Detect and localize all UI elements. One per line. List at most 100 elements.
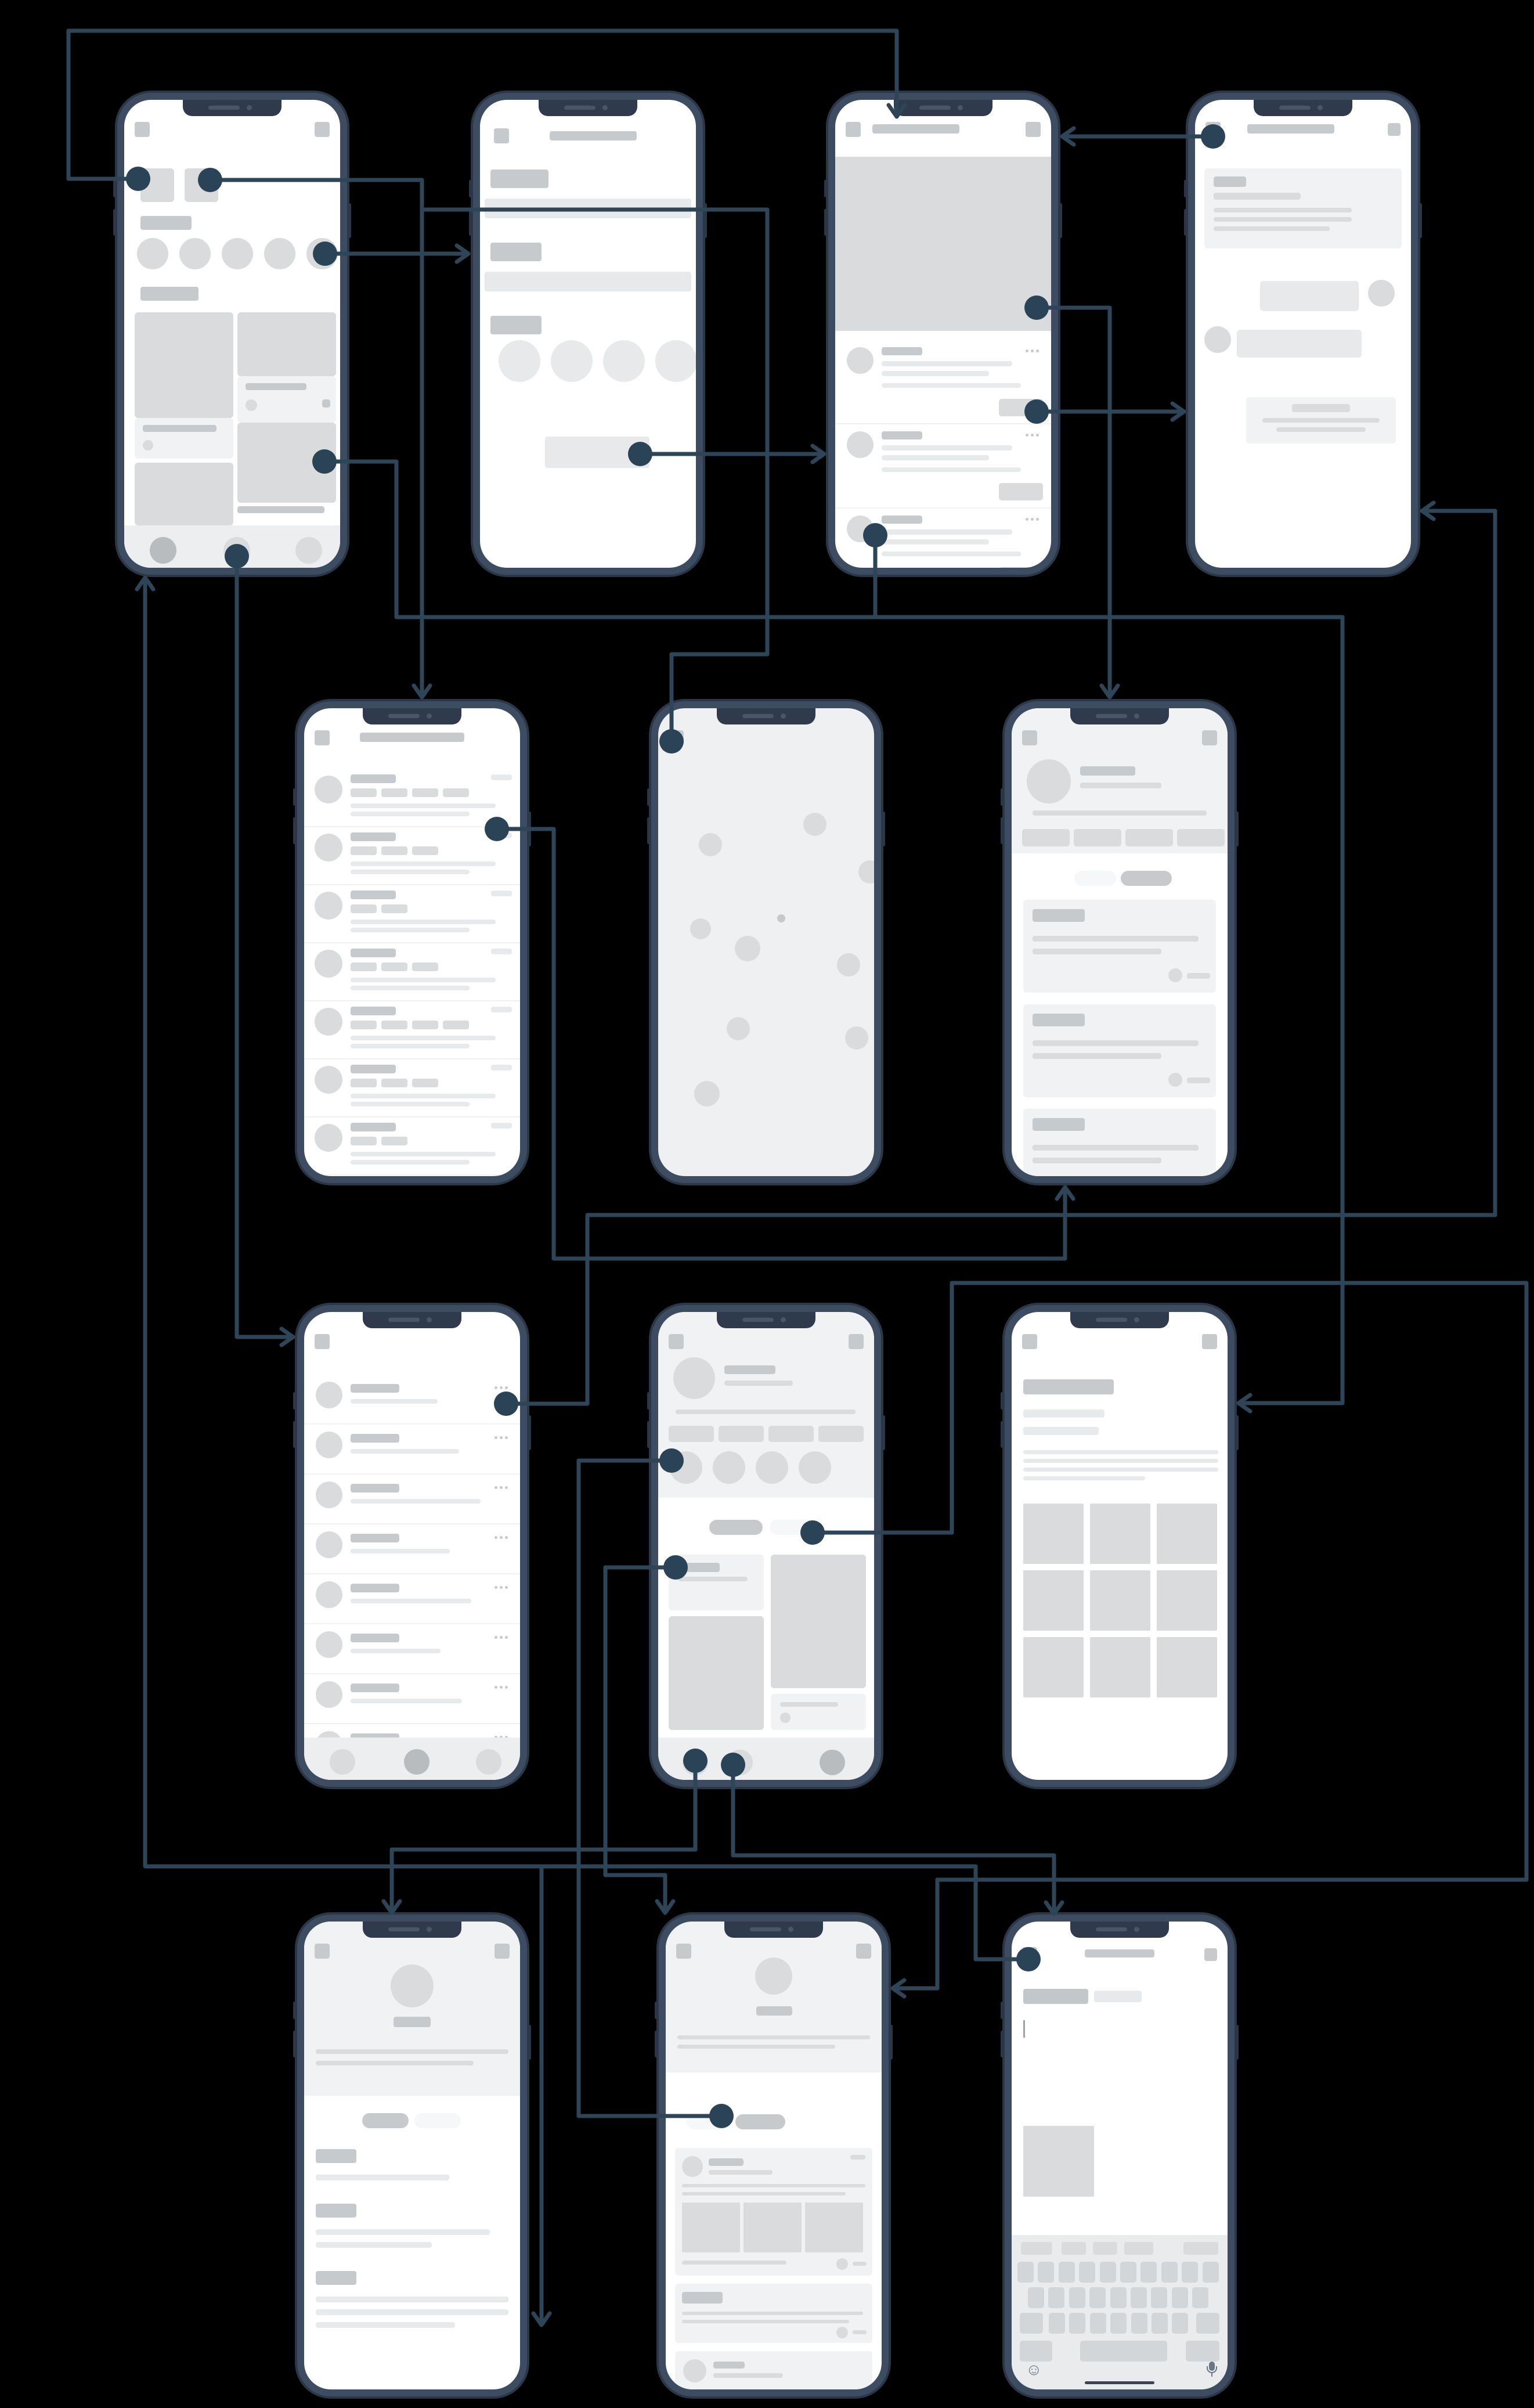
key[interactable] [1089,2313,1106,2334]
menu-icon[interactable] [135,122,150,137]
toggle-pill-left[interactable] [1074,871,1116,886]
input-field[interactable] [485,272,691,291]
gallery-thumb[interactable] [1157,1637,1217,1697]
key[interactable] [1152,2313,1168,2334]
key[interactable] [1017,2262,1034,2283]
inbox-chip[interactable] [381,1079,407,1087]
contacts-row-menu[interactable] [500,1536,503,1539]
gallery-thumb[interactable] [1090,1570,1150,1631]
option-avatar[interactable] [655,340,696,382]
story-avatar[interactable] [179,238,211,269]
contacts-row-menu[interactable] [500,1386,503,1389]
contacts-row-menu[interactable] [495,1536,497,1539]
nav-icon[interactable] [404,1749,429,1775]
contacts-row-menu[interactable] [505,1436,508,1439]
article-hero-image[interactable] [835,157,1051,331]
inbox-chip[interactable] [412,846,438,855]
emoji-icon[interactable]: ☺ [1026,2360,1042,2378]
home-tile-1[interactable] [140,168,174,202]
more-menu-icon[interactable] [1026,349,1028,352]
recipient-chip[interactable] [1094,1991,1142,2002]
profile-story-avatar[interactable] [799,1451,831,1484]
key[interactable] [1049,2313,1065,2334]
profile-stat-pill[interactable] [1074,829,1121,846]
key[interactable] [1202,2262,1219,2283]
key[interactable] [1058,2262,1075,2283]
key[interactable] [1028,2287,1044,2308]
gallery-thumb[interactable] [1090,1504,1150,1564]
option-avatar[interactable] [499,340,540,382]
suggestion-chip[interactable] [1062,2242,1086,2255]
settings-icon[interactable] [856,1944,871,1959]
back-icon[interactable] [1022,730,1037,745]
inbox-chip[interactable] [381,963,407,971]
gallery-thumb[interactable] [1023,1570,1084,1631]
key[interactable] [1069,2313,1086,2334]
attachment-thumb[interactable] [1023,2126,1094,2197]
contacts-row-menu[interactable] [495,1486,497,1489]
key[interactable] [1161,2262,1178,2283]
feed-card-partial[interactable] [675,2351,872,2389]
inbox-chip[interactable] [412,1021,438,1029]
inbox-chip[interactable] [443,788,469,797]
more-menu-icon[interactable] [1031,434,1034,437]
key[interactable] [1182,2262,1199,2283]
backspace-key[interactable] [1196,2313,1219,2334]
more-menu-icon[interactable] [1036,349,1039,352]
map-pin[interactable] [858,860,874,884]
mic-icon[interactable] [1205,2362,1218,2379]
back-icon[interactable] [494,128,509,143]
profile-stat-pill[interactable] [818,1426,864,1442]
card-gallery-thumb[interactable] [743,2202,802,2252]
contacts-row-menu[interactable] [505,1686,508,1689]
map-pin[interactable] [694,1081,720,1106]
input-field[interactable] [485,199,691,218]
toggle-pill-right[interactable] [414,2113,461,2128]
contacts-row-menu[interactable] [505,1386,508,1389]
home-tile-2[interactable] [185,168,218,202]
inbox-chip[interactable] [381,788,407,797]
nav-center-icon[interactable] [727,1750,753,1775]
gallery-thumb[interactable] [1090,1637,1150,1697]
toggle-pill-left[interactable] [709,1520,763,1535]
settings-icon[interactable] [495,1944,510,1959]
more-menu-icon[interactable] [1031,518,1034,521]
nav-profile-icon[interactable] [295,537,322,564]
send-icon[interactable] [1204,1948,1217,1961]
nav-home-icon[interactable] [683,1750,708,1775]
story-avatar[interactable] [264,238,295,269]
suggestion-chip[interactable] [1183,2242,1218,2255]
story-avatar[interactable] [137,238,168,269]
inbox-chip[interactable] [381,1021,407,1029]
key[interactable] [1151,2287,1168,2308]
key[interactable] [1089,2287,1106,2308]
back-icon[interactable] [1022,1334,1037,1349]
inbox-chip[interactable] [351,1021,377,1029]
more-menu-icon[interactable] [1026,434,1028,437]
map-center-pin[interactable] [777,914,785,922]
inbox-chip[interactable] [381,1137,407,1145]
inbox-chip[interactable] [412,1079,438,1087]
inbox-chip[interactable] [351,963,377,971]
toggle-pill-left[interactable] [362,2113,409,2128]
more-menu-icon[interactable] [1036,518,1039,521]
card-bookmark-icon[interactable] [322,399,330,408]
key[interactable] [1048,2287,1065,2308]
home-featured-card[interactable] [237,423,336,503]
contacts-row-menu[interactable] [500,1486,503,1489]
nav-center-icon[interactable] [223,537,250,564]
map-pin[interactable] [699,833,722,856]
contacts-row-menu[interactable] [500,1636,503,1639]
article-row-button[interactable] [999,399,1043,416]
contacts-row-menu[interactable] [495,1586,497,1589]
key[interactable] [1110,2287,1127,2308]
inbox-chip[interactable] [381,904,407,913]
profile-story-avatar[interactable] [670,1451,702,1484]
inbox-chip[interactable] [381,846,407,855]
contacts-row-menu[interactable] [505,1636,508,1639]
contacts-row-menu[interactable] [495,1436,497,1439]
contacts-row-menu[interactable] [500,1586,503,1589]
key[interactable] [1172,2313,1189,2334]
toggle-pill-right[interactable] [735,2114,785,2129]
form-cta-button[interactable] [545,437,649,468]
